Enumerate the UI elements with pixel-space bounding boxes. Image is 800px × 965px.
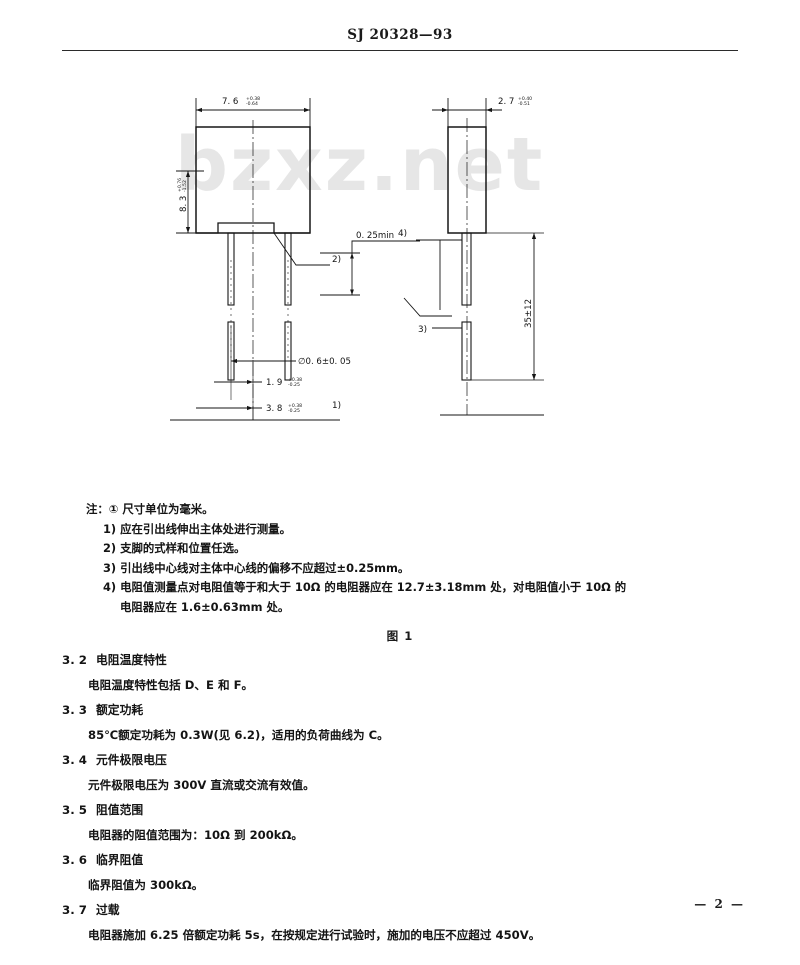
dim-body-height-tol-up: +0.76 [177,178,183,192]
dim-pitch-inner-tol-up: +0.38 [288,377,302,383]
dim-body-width: 7. 6 [222,97,238,107]
clause-3-3: 3. 3 额定功耗 85℃额定功耗为 0.3W(见 6.2)，适用的负荷曲线为 C… [62,698,742,748]
clause-3-7-body: 电阻器施加 6.25 倍额定功耗 5s，在按规定进行试验时，施加的电压不应超过 … [88,928,541,942]
clause-3-3-heading: 3. 3 额定功耗 [62,698,742,723]
page-footer-number: — 2 — [694,897,745,911]
clause-3-2-number: 3. 2 [62,653,88,667]
clause-3-7-number: 3. 7 [62,903,88,917]
leader-2-label: 2) [332,255,341,265]
clause-3-3-body: 85℃额定功耗为 0.3W(见 6.2)，适用的负荷曲线为 C。 [88,728,389,742]
dim-side-width-tol-dn: -0.51 [518,101,530,107]
clause-3-4-heading: 3. 4 元件极限电压 [62,748,742,773]
dim-body-height: 8. 3 [179,196,189,212]
clause-3-6-title: 临界阻值 [96,853,144,867]
clause-3-7: 3. 7 过载 电阻器施加 6.25 倍额定功耗 5s，在按规定进行试验时，施加的… [62,898,742,948]
clause-3-3-number: 3. 3 [62,703,88,717]
page-title: SJ 20328—93 [347,27,453,43]
dim-side-width-tol-up: +0.40 [518,96,532,102]
dim-pitch-inner: 1. 9 [266,378,282,388]
clause-3-6: 3. 6 临界阻值 临界阻值为 300kΩ。 [62,848,742,898]
clause-list: 3. 2 电阻温度特性 电阻温度特性包括 D、E 和 F。 3. 3 额定功耗 85… [62,648,742,948]
figure-drawing: 7. 6 +0.38 -0.64 8. 3 +0.76 -1.52 2) [0,60,800,480]
dim-body-width-tol-up: +0.38 [246,96,260,102]
dim-lead-length: 35±12 [524,299,534,328]
clause-3-6-heading: 3. 6 临界阻值 [62,848,742,873]
figure-caption: 图 1 [386,629,414,643]
clause-3-2-body: 电阻温度特性包括 D、E 和 F。 [88,678,254,692]
dim-standoff-min: 0. 25min [356,231,394,241]
clause-3-5-number: 3. 5 [62,803,88,817]
clause-3-6-body: 临界阻值为 300kΩ。 [88,878,204,892]
clause-3-4: 3. 4 元件极限电压 元件极限电压为 300V 直流或交流有效值。 [62,748,742,798]
dim-pitch-outer-tol-up: +0.38 [288,403,302,409]
clause-3-5-body: 电阻器的阻值范围为：10Ω 到 200kΩ。 [88,828,303,842]
header-rule [62,50,738,51]
leader-1-label: 1) [332,401,341,411]
clause-3-5: 3. 5 阻值范围 电阻器的阻值范围为：10Ω 到 200kΩ。 [62,798,742,848]
note-item-4-continued: 电阻器应在 1.6±0.63mm 处。 [120,599,290,614]
clause-3-2-title: 电阻温度特性 [96,653,167,667]
dim-body-width-tol-dn: -0.64 [246,101,258,107]
notes-heading: 注：① 尺寸单位为毫米。 [86,502,214,516]
clause-3-3-title: 额定功耗 [96,703,144,717]
note-item-4: 4) 电阻值测量点对电阻值等于和大于 10Ω 的电阻器应在 12.7±3.18m… [103,580,627,594]
note-item-3: 3) 引出线中心线对主体中心线的偏移不应超过±0.25mm。 [103,560,410,575]
watermark: bzxz.net [175,122,545,208]
dim-pitch-outer: 3. 8 [266,404,282,414]
leader-4-label: 4) [398,229,407,239]
note-item-1: 1) 应在引出线伸出主体处进行测量。 [103,521,291,536]
leader-3-label: 3) [418,325,427,335]
dim-pitch-outer-tol-dn: -0.25 [288,408,300,414]
clause-3-4-body: 元件极限电压为 300V 直流或交流有效值。 [88,778,315,792]
clause-3-7-title: 过载 [96,903,120,917]
clause-3-7-heading: 3. 7 过载 [62,898,742,923]
dim-lead-diameter: ∅0. 6±0. 05 [298,357,351,367]
dim-body-height-tol-dn: -1.52 [182,180,188,192]
figure-notes: 注：① 尺寸单位为毫米。 1) 应在引出线伸出主体处进行测量。 2) 支脚的式样… [86,500,706,617]
dim-side-width: 2. 7 [498,97,514,107]
clause-3-4-title: 元件极限电压 [96,753,167,767]
clause-3-5-title: 阻值范围 [96,803,144,817]
clause-3-6-number: 3. 6 [62,853,88,867]
clause-3-2: 3. 2 电阻温度特性 电阻温度特性包括 D、E 和 F。 [62,648,742,698]
clause-3-4-number: 3. 4 [62,753,88,767]
clause-3-5-heading: 3. 5 阻值范围 [62,798,742,823]
dim-pitch-inner-tol-dn: -0.25 [288,382,300,388]
clause-3-2-heading: 3. 2 电阻温度特性 [62,648,742,673]
note-item-2: 2) 支脚的式样和位置任选。 [103,541,246,555]
